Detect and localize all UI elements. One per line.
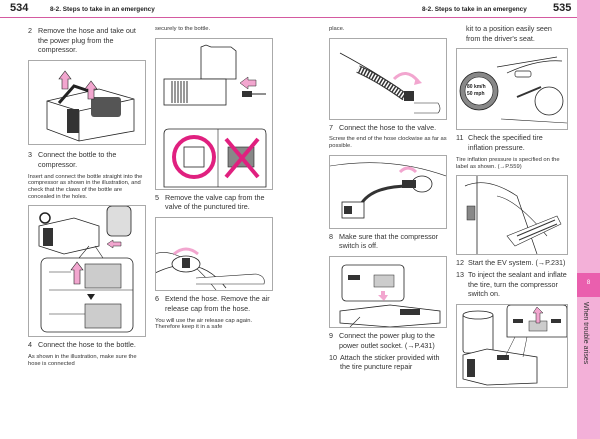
- step-text: Connect the bottle to the compressor.: [38, 150, 117, 169]
- step-number: 13: [456, 269, 464, 279]
- sticker-speed-kmh: 80 km/h: [467, 84, 486, 91]
- step-7: 7 Connect the hose to the valve.: [329, 123, 447, 133]
- step-10: 10 Attach the sticker provided with the …: [329, 353, 447, 372]
- step-text: Connect the hose to the valve.: [339, 122, 437, 132]
- step-text: kit to a position easily seen from the d…: [466, 24, 552, 43]
- step-text: Connect the power plug to the power outl…: [339, 331, 435, 350]
- step-2: 2 Remove the hose and take out the power…: [28, 26, 146, 55]
- continued-text: securely to the bottle.: [155, 26, 211, 32]
- step-13: 13 To inject the sealant and inflate the…: [456, 270, 568, 299]
- sticker-speed-mph: 50 mph: [467, 91, 485, 98]
- step-9: 9 Connect the power plug to the power ou…: [329, 331, 447, 350]
- step-6: 6 Extend the hose. Remove the air releas…: [155, 294, 273, 313]
- right-section-title: 8-2. Steps to take in an emergency: [422, 6, 527, 13]
- chapter-sidebar: 8 When trouble arises: [577, 0, 600, 439]
- continued-step-10: kit to a position easily seen from the d…: [456, 24, 568, 43]
- step-number: 4: [28, 340, 32, 350]
- chapter-title: When trouble arises: [582, 302, 589, 365]
- step-12: 12 Start the EV system. (→P.231): [456, 258, 568, 268]
- step-text: Check the specified tire inflation press…: [468, 133, 543, 153]
- illustration-connect-bottle: [28, 205, 146, 338]
- step-3: 3 Connect the bottle to the compressor.: [28, 150, 146, 169]
- header-rule-left: [0, 17, 300, 18]
- step-text: Start the EV system. (→P.231): [468, 258, 566, 268]
- step-text: Extend the hose. Remove the air release …: [165, 294, 270, 313]
- illustration-connect-hose-valve: [329, 154, 447, 229]
- step-5: 5 Remove the valve cap from the valve of…: [155, 193, 273, 212]
- step-4: 4 Connect the hose to the bottle.: [28, 340, 146, 350]
- step-7-note: Screw the end of the hose clockwise as f…: [329, 136, 447, 150]
- left-page-number: 534: [10, 2, 29, 14]
- continued-text: place.: [329, 26, 345, 32]
- step-number: 10: [329, 352, 337, 362]
- step-3-note: Insert and connect the bottle straight i…: [28, 173, 143, 200]
- illustration-extend-hose: [329, 37, 447, 120]
- illustration-remove-hose: [28, 60, 146, 146]
- step-number: 6: [155, 294, 159, 304]
- step-number: 12: [456, 258, 464, 268]
- illustration-hose-bottle-connection: [155, 37, 273, 190]
- illustration-sticker-position: 80 km/h 50 mph: [456, 48, 568, 131]
- step-6-note: You will use the air release cap again. …: [155, 317, 253, 331]
- step-number: 8: [329, 231, 333, 241]
- step-8: 8 Make sure that the compressor switch i…: [329, 232, 447, 251]
- step-text: Connect the hose to the bottle.: [38, 340, 136, 350]
- illustration-valve-cap: [155, 217, 273, 292]
- illustration-compressor-switch-on: [456, 304, 568, 389]
- step-number: 11: [456, 133, 464, 143]
- illustration-compressor-switch-off: [329, 256, 447, 329]
- column-2: securely to the bottle. 5 Remove the val…: [155, 24, 273, 331]
- step-text: Make sure that the compressor switch is …: [339, 231, 439, 251]
- step-number: 5: [155, 192, 159, 202]
- column-3: place. 7 Connect the hose to the valve. …: [329, 24, 447, 372]
- step-number: 7: [329, 122, 333, 132]
- column-4: kit to a position easily seen from the d…: [456, 24, 568, 389]
- left-section-title: 8-2. Steps to take in an emergency: [50, 6, 155, 13]
- step-text: Remove the hose and take out the power p…: [38, 26, 136, 55]
- step-text: To inject the sealant and inflate the ti…: [468, 269, 567, 299]
- step-number: 3: [28, 150, 32, 160]
- step-text: Remove the valve cap from the valve of t…: [165, 192, 265, 212]
- column-1: 2 Remove the hose and take out the power…: [28, 24, 146, 367]
- chapter-tab[interactable]: [577, 273, 600, 297]
- step-11: 11 Check the specified tire inflation pr…: [456, 133, 568, 152]
- step-4-note: As shown in the illustration, make sure …: [28, 353, 137, 367]
- header-rule-right: [300, 17, 577, 18]
- step-number: 9: [329, 331, 333, 341]
- step-text: Attach the sticker provided with the tir…: [340, 352, 440, 372]
- illustration-tire-pressure-label: [456, 175, 568, 256]
- step-11-note: Tire inflation pressure is specified on …: [456, 156, 560, 170]
- right-page-number: 535: [553, 2, 572, 14]
- step-number: 2: [28, 26, 32, 35]
- chapter-tab-number: 8: [586, 280, 591, 286]
